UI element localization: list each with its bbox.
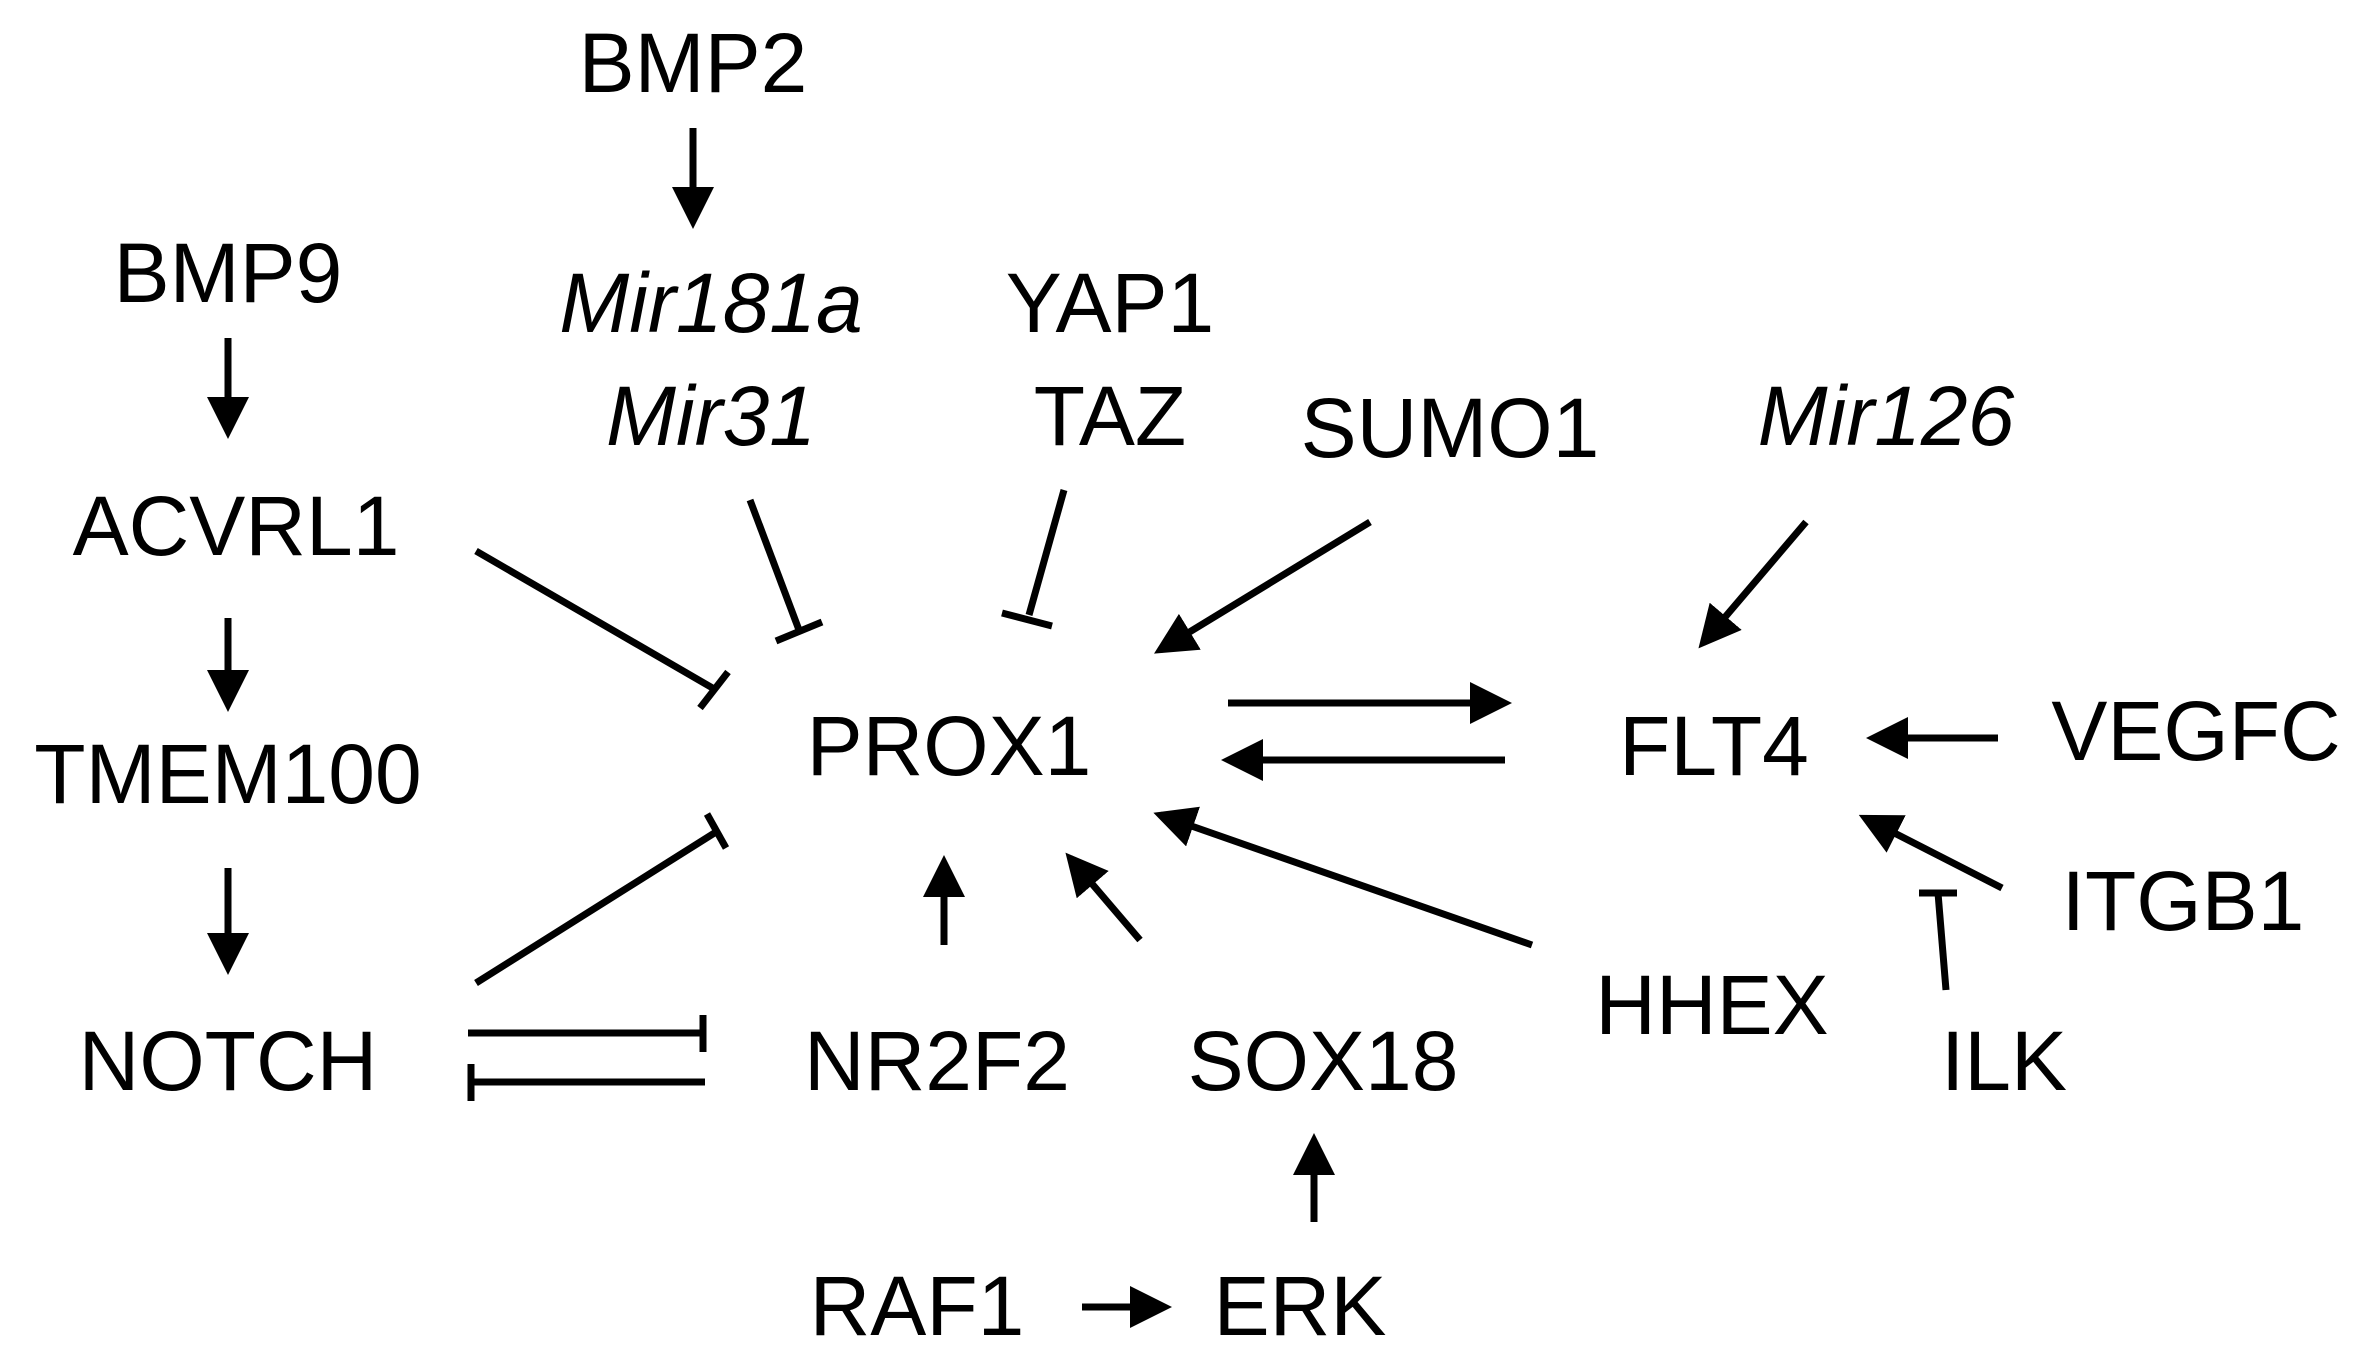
node-mir181a: Mir181a: [559, 256, 862, 350]
node-raf1: RAF1: [810, 1259, 1025, 1353]
node-sox18: SOX18: [1188, 1014, 1459, 1108]
edge-itgb1-to-flt4: [1858, 814, 2004, 892]
node-prox1: PROX1: [807, 699, 1092, 793]
edge-acvrl1-inhibits-prox1: [474, 547, 731, 711]
edge-sox18-to-prox1: [1065, 852, 1143, 943]
node-tmem100: TMEM100: [34, 727, 421, 821]
node-sumo1: SUMO1: [1301, 381, 1600, 475]
edge-yap1-inhibits-prox1: [1001, 489, 1068, 630]
edge-ilk-inhibits-itgb1-flt4: [1919, 889, 1957, 991]
node-taz: TAZ: [1034, 369, 1186, 463]
node-yap1: YAP1: [1006, 256, 1215, 350]
node-bmp2: BMP2: [579, 16, 808, 110]
edge-hhex-to-prox1: [1153, 806, 1534, 949]
node-ilk: ILK: [1941, 1014, 2067, 1108]
edge-notch-inhibits-prox1: [474, 812, 730, 986]
edge-sumo1-to-prox1: [1154, 519, 1372, 654]
node-nr2f2: NR2F2: [804, 1014, 1070, 1108]
node-notch: NOTCH: [79, 1014, 378, 1108]
edge-nr2f2-inhibits-notch: [467, 1064, 705, 1101]
node-mir126: Mir126: [1758, 369, 2015, 463]
edge-notch-inhibits-nr2f2: [468, 1015, 707, 1052]
node-itgb1: ITGB1: [2062, 854, 2305, 948]
edge-mir181a-inhibits-prox1: [746, 498, 824, 645]
node-flt4: FLT4: [1619, 699, 1809, 793]
node-erk: ERK: [1214, 1259, 1387, 1353]
edge-mir126-to-flt4: [1698, 519, 1809, 649]
node-acvrl1: ACVRL1: [73, 479, 400, 573]
node-bmp9: BMP9: [114, 226, 343, 320]
node-vegfc: VEGFC: [2051, 684, 2340, 778]
node-hhex: HHEX: [1595, 958, 1828, 1052]
node-mir31: Mir31: [606, 369, 816, 463]
